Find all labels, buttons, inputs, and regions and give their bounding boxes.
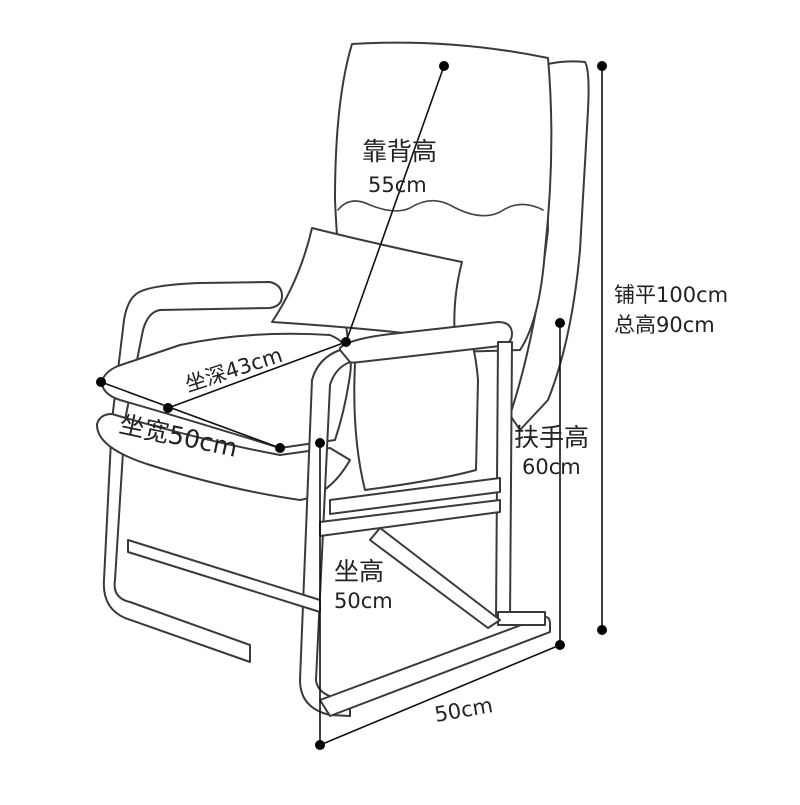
cross-bar-top xyxy=(329,477,501,515)
seat-cushion xyxy=(101,332,352,449)
seat-height-title: 坐高 xyxy=(334,557,384,586)
backrest-shell xyxy=(509,60,590,431)
seat-height-top-dot xyxy=(315,438,325,448)
armrest-height-value: 60cm xyxy=(522,455,581,479)
seat-width-line xyxy=(100,381,281,449)
seat-depth-line xyxy=(167,341,347,409)
seat-height-value: 50cm xyxy=(334,589,393,613)
leg-brace xyxy=(369,527,501,629)
armrest-height-title: 扶手高 xyxy=(514,423,589,452)
backrest-height-title: 靠背高 xyxy=(362,137,437,166)
rear-base-bar xyxy=(497,611,546,626)
total-height-label: 总高90cm xyxy=(614,313,715,337)
base-width-line xyxy=(319,644,561,746)
base-width-label: 50cm xyxy=(433,693,495,727)
seat-base-cushion xyxy=(95,413,351,501)
backrest-top-dot xyxy=(439,61,449,71)
total-height-top-dot xyxy=(597,61,607,71)
left-armrest-frame xyxy=(102,281,283,663)
chair-illustration xyxy=(95,41,590,717)
seat-width-left-dot xyxy=(96,377,106,387)
backrest-height-line xyxy=(345,65,445,343)
cross-bar-bottom xyxy=(127,539,321,613)
base-bar xyxy=(319,615,551,717)
dimension-lines xyxy=(96,61,607,750)
flat-length-label: 铺平100cm xyxy=(614,283,728,307)
total-height-bottom-dot xyxy=(597,625,607,635)
side-pocket xyxy=(353,334,479,491)
backrest-seam xyxy=(337,199,544,217)
seat-width-right-dot xyxy=(275,443,285,453)
armrest-height-top-dot xyxy=(555,318,565,328)
backrest-height-value: 55cm xyxy=(368,173,427,197)
